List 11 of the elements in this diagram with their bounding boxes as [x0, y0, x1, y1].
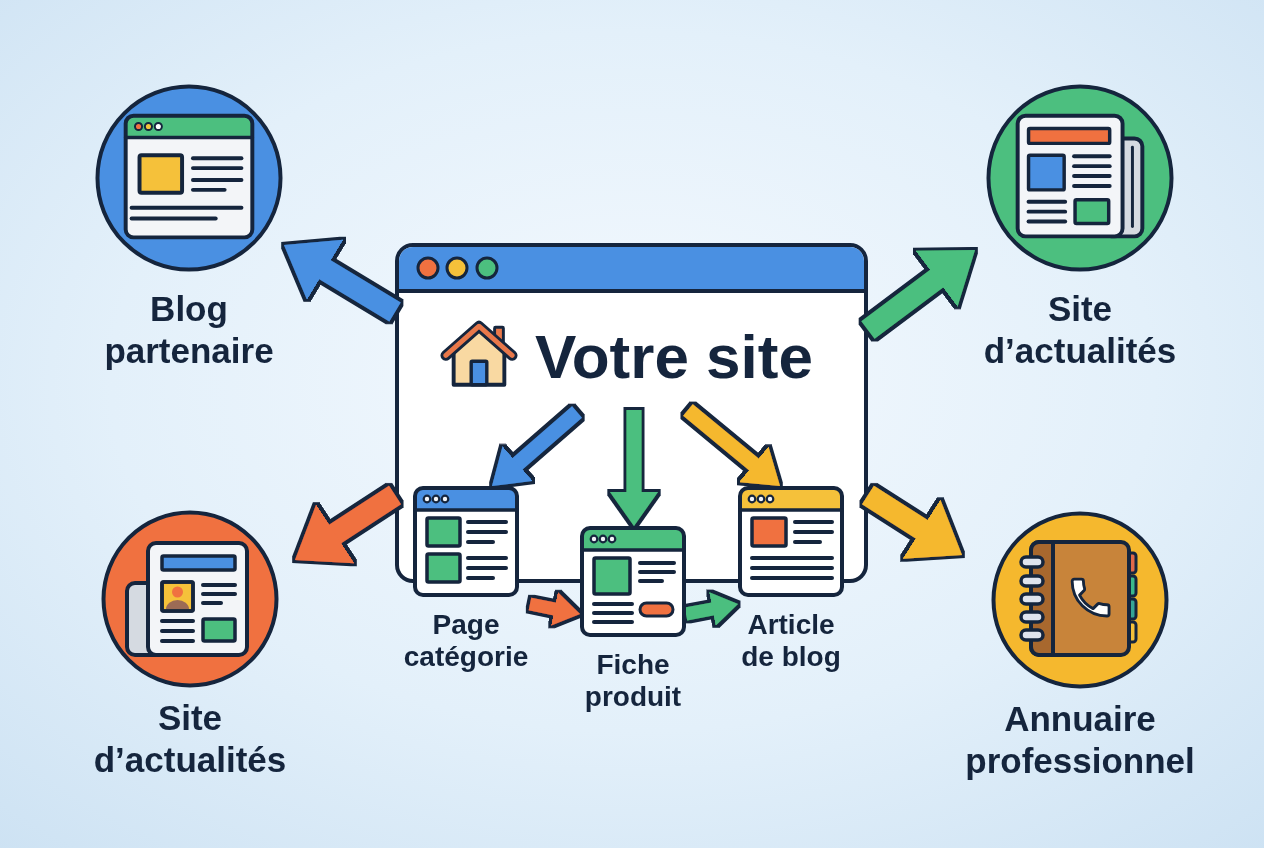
site-label: Site d’actualités — [982, 288, 1178, 372]
page-label: Fiche produit — [583, 649, 683, 713]
site-title: Votre site — [535, 322, 813, 392]
site-label: Site d’actualités — [92, 697, 288, 781]
arrow — [684, 592, 740, 626]
arrow — [610, 410, 658, 526]
page-label: Article de blog — [740, 609, 842, 673]
site-label: Blog partenaire — [103, 288, 275, 372]
page-label: Page catégorie — [402, 609, 530, 673]
arrow — [528, 592, 582, 626]
site-label: Annuaire professionnel — [964, 698, 1196, 782]
